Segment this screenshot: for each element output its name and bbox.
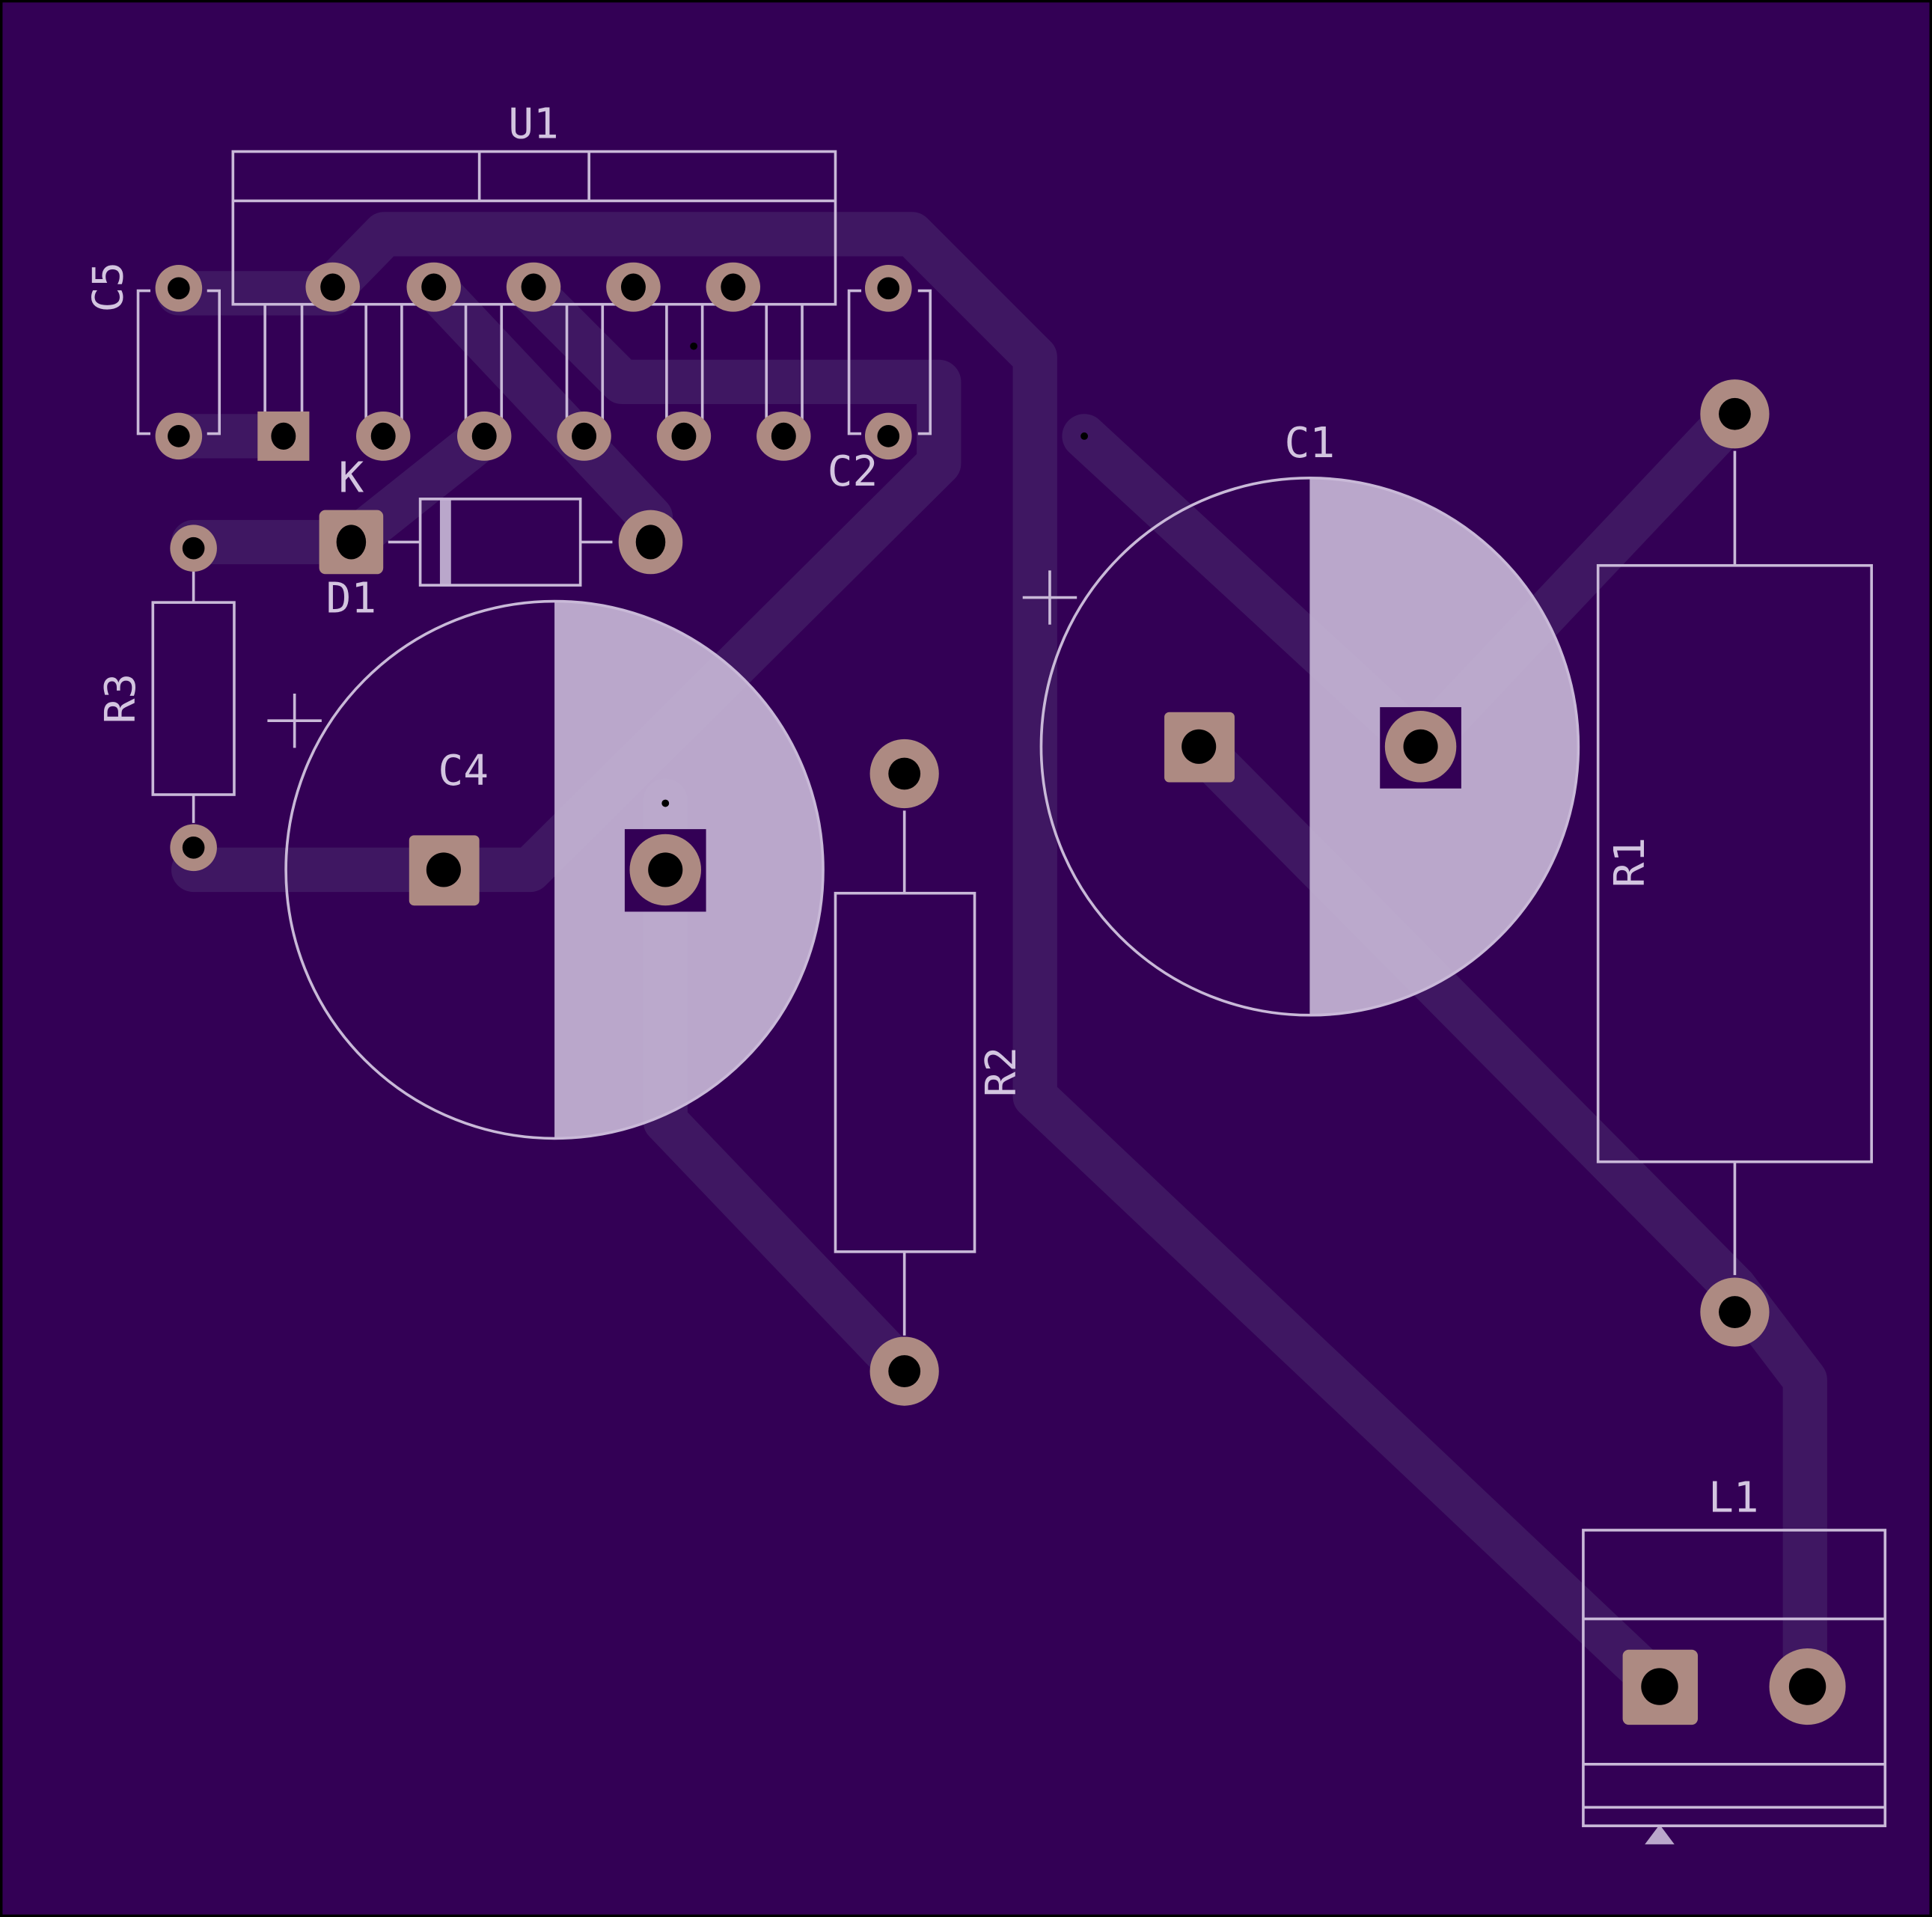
component-r3[interactable]: R3 — [97, 525, 236, 872]
component-c2[interactable]: C2 — [828, 265, 932, 496]
u1-pads — [257, 262, 811, 461]
l1-label: L1 — [1708, 1474, 1758, 1523]
component-d1[interactable]: K D1 — [319, 453, 683, 623]
u1-label: U1 — [508, 100, 558, 149]
component-r2[interactable]: R2 — [834, 739, 1026, 1406]
c2-label: C2 — [828, 447, 878, 496]
component-r1[interactable]: R1 — [1596, 379, 1874, 1347]
component-c4[interactable]: C4 — [267, 599, 825, 1140]
component-c5[interactable]: C5 — [84, 262, 221, 460]
c4-label: C4 — [438, 747, 489, 795]
r2-label: R2 — [977, 1047, 1026, 1097]
r1-label: R1 — [1606, 837, 1654, 887]
d1-label: D1 — [326, 575, 376, 623]
c5-label: C5 — [84, 262, 132, 312]
c1-label: C1 — [1285, 419, 1335, 468]
r3-label: R3 — [97, 673, 145, 724]
component-l1[interactable]: L1 — [1582, 1474, 1887, 1844]
vias — [661, 342, 1089, 807]
d1-cathode-label: K — [339, 453, 364, 502]
component-c1[interactable]: C1 — [1022, 419, 1580, 1017]
component-u1[interactable]: U1 — [231, 100, 837, 461]
